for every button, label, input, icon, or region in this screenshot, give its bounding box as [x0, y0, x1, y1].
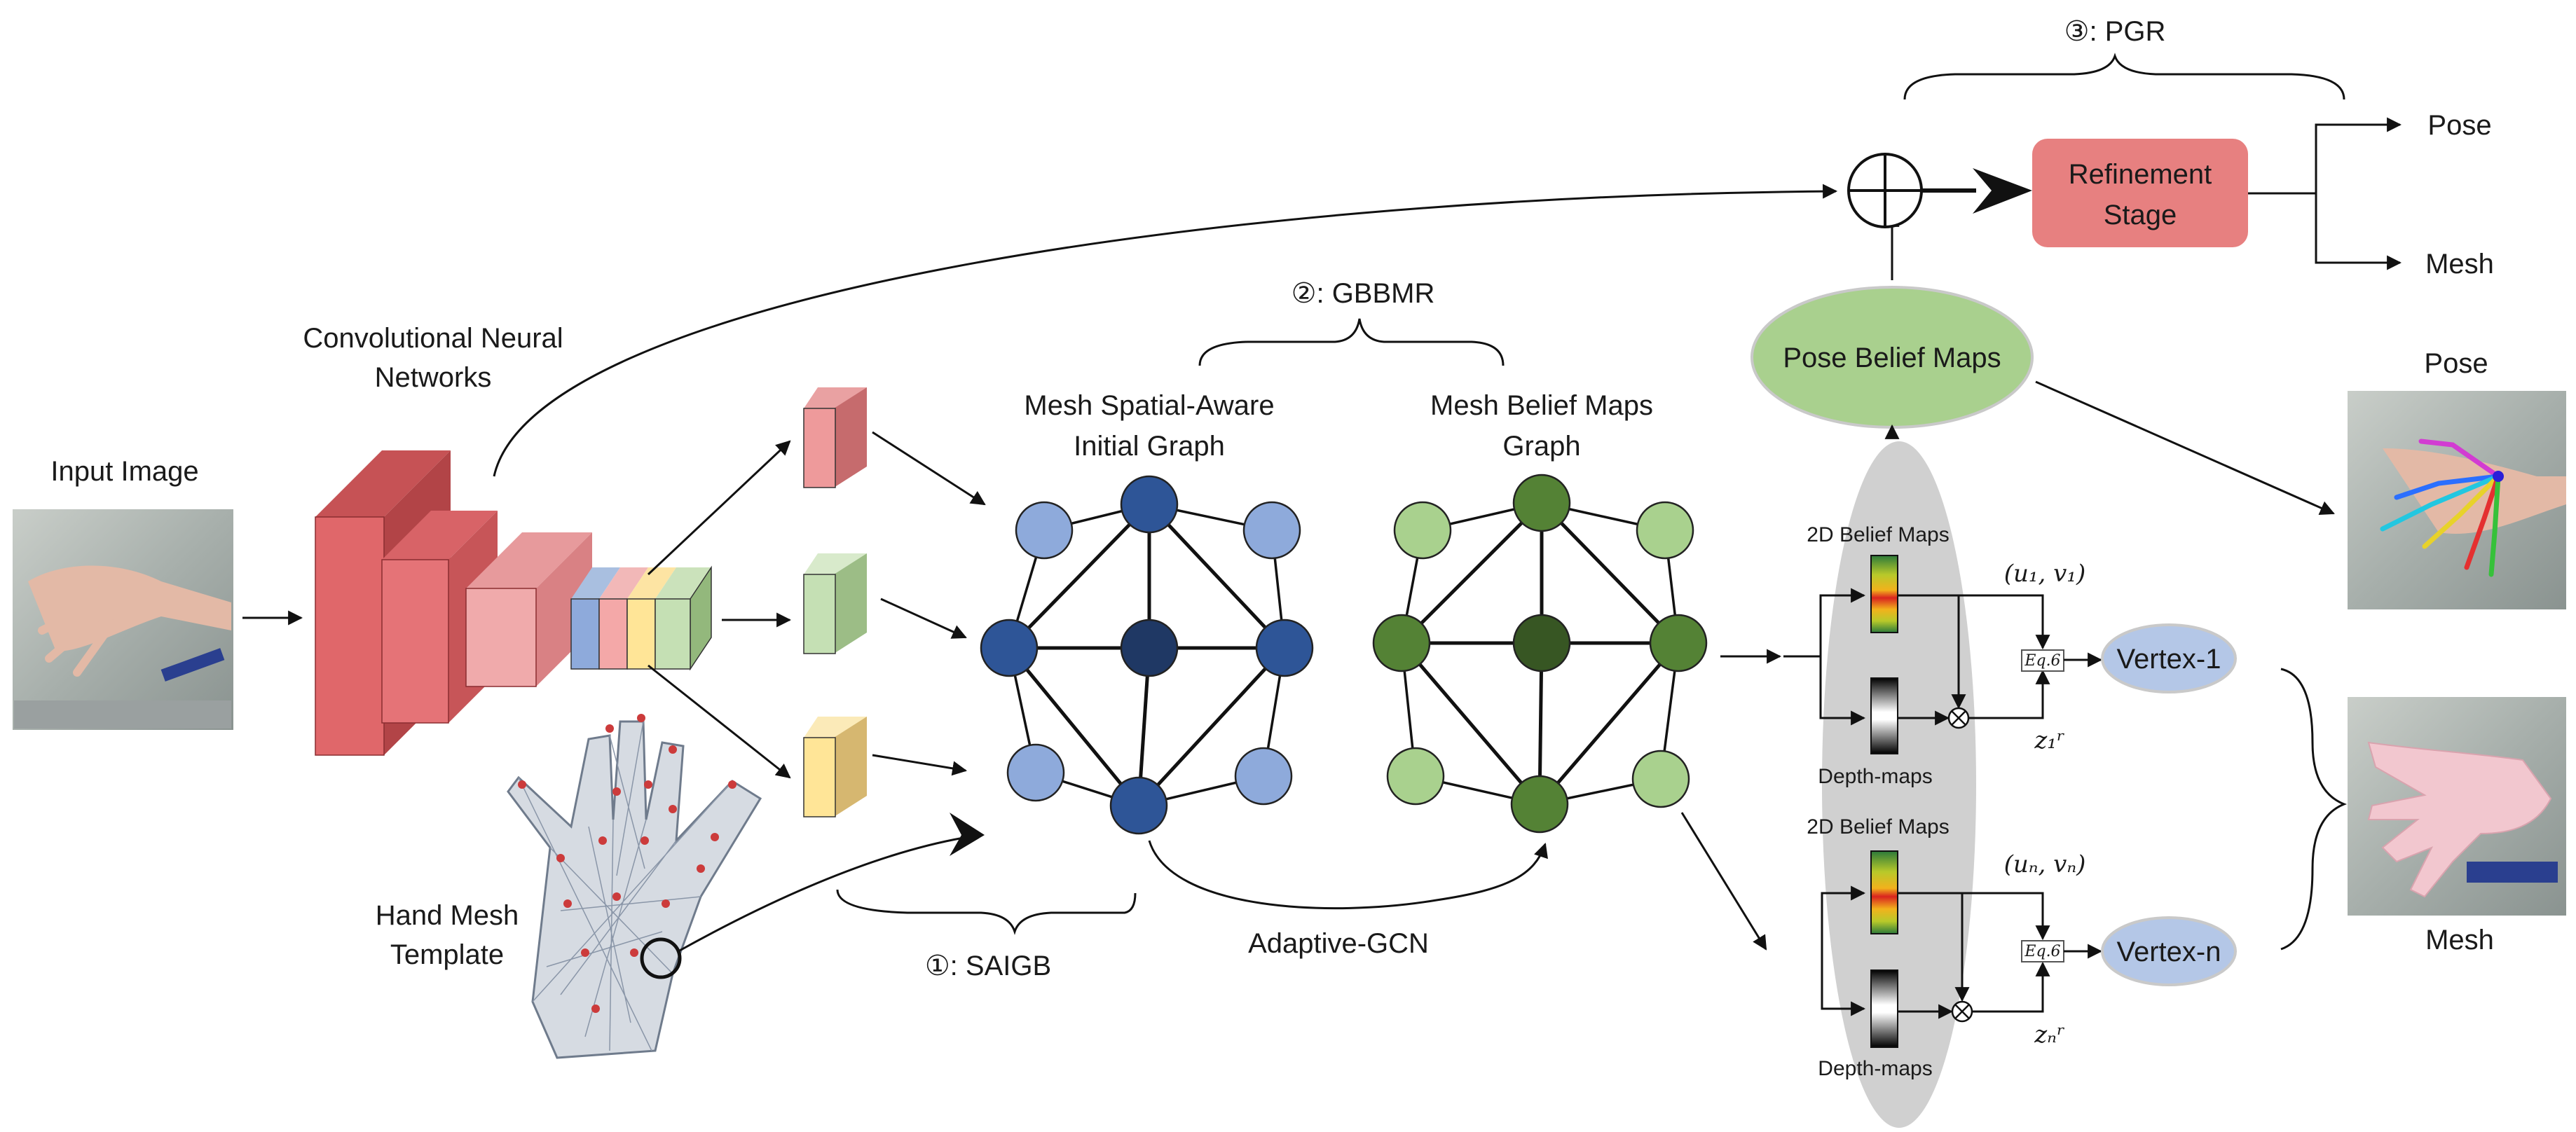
belief-2d-map-1	[1870, 555, 1898, 633]
beliefn-to-mult	[1898, 892, 1970, 1002]
depth-map-n	[1870, 969, 1898, 1048]
template-arrowhead	[950, 813, 985, 856]
hand-mesh-label-line1: Hand Mesh	[376, 900, 519, 931]
yellow-to-graph-arrow	[872, 754, 968, 776]
output-mesh-label: Mesh	[2425, 249, 2494, 279]
to-red-cube-arrow	[647, 440, 791, 576]
belief-module-ellipse	[1822, 441, 1976, 1128]
input-image	[13, 509, 233, 730]
depth-map-1	[1870, 677, 1898, 754]
template-to-graph-line	[678, 836, 964, 953]
fusion-node	[1847, 153, 1923, 228]
feature-cube-green	[803, 553, 867, 654]
z-1-label: z₁ʳ	[2034, 726, 2064, 754]
refine-to-pose-arrow	[2315, 117, 2402, 193]
hand-mesh-label-line2: Template	[390, 939, 504, 970]
belief-2d-label-n: 2D Belief Maps	[1807, 815, 1949, 838]
result-pose-label: Pose	[2424, 348, 2488, 379]
refine-to-mesh-arrow	[2315, 193, 2402, 270]
eq6-box-1	[2021, 649, 2064, 672]
multiply-node-n	[1951, 1000, 1973, 1023]
pgr-brace	[1903, 53, 2345, 100]
red-to-graph-arrow	[872, 431, 986, 506]
spatial-graph-label-line2: Initial Graph	[1074, 431, 1225, 462]
mult1-to-eq	[1968, 669, 2050, 719]
z-n-label: zₙʳ	[2034, 1021, 2065, 1049]
belief-2d-label-1: 2D Belief Maps	[1807, 523, 1949, 546]
green-to-graph-arrow	[880, 598, 967, 639]
eq6-label-1: Eq.6	[2024, 652, 2060, 670]
gbbmr-brace	[1198, 318, 1505, 366]
result-pose-image	[2348, 391, 2566, 609]
belief-graph-label-line2: Graph	[1502, 431, 1580, 462]
cnn-block	[315, 450, 712, 756]
eq6-label-n: Eq.6	[2024, 943, 2060, 960]
vertices-brace	[2280, 668, 2348, 951]
branch1-to-depth	[1819, 656, 1866, 726]
vertex-n-label: Vertex-n	[2117, 937, 2221, 967]
skip-connection-arrow	[493, 184, 1838, 477]
saigb-brace	[836, 889, 1137, 935]
multiply-node-1	[1947, 707, 1970, 729]
branchn-to-belief	[1821, 885, 1866, 949]
saigb-label: ①: SAIGB	[925, 951, 1051, 981]
pose-belief-to-result-arrow	[2035, 380, 2335, 515]
result-mesh-image	[2348, 697, 2566, 916]
branch1-to-belief	[1819, 588, 1866, 656]
input-image-label: Input Image	[50, 456, 198, 487]
eq6-box-n	[2021, 940, 2064, 962]
cnn-label-line1: Convolutional Neural	[303, 323, 563, 354]
hand-mesh-template	[507, 714, 762, 1059]
refinement-label-line2: Stage	[2104, 200, 2177, 230]
adaptive-gcn-arrow	[1148, 840, 1548, 910]
vertex-n-ellipse	[2101, 916, 2237, 986]
graph-to-beliefn-arrow	[1680, 812, 1767, 951]
adaptive-gcn-label: Adaptive-GCN	[1248, 928, 1429, 959]
gbbmr-label: ②: GBBMR	[1292, 278, 1435, 309]
spatial-aware-graph	[980, 475, 1314, 835]
fusion-to-refine-chevron	[1973, 168, 2032, 214]
feature-cube-yellow	[803, 717, 867, 817]
belief-2d-map-n	[1870, 850, 1898, 934]
pgr-label: ③: PGR	[2064, 16, 2166, 47]
multn-to-eq	[1972, 961, 2050, 1013]
vertex-1-ellipse	[2101, 623, 2237, 693]
output-pose-label: Pose	[2427, 110, 2491, 141]
uv-1-label: (u₁, v₁)	[2004, 560, 2086, 588]
refinement-label-line1: Refinement	[2069, 159, 2212, 190]
depth-maps-label-1: Depth-maps	[1818, 765, 1932, 788]
belief1-to-mult	[1898, 594, 1966, 710]
feature-cube-red	[803, 387, 867, 488]
belief-graph-label-line1: Mesh Belief Maps	[1430, 390, 1653, 421]
refinement-stage-box	[2032, 139, 2248, 247]
cnn-label-line2: Networks	[375, 362, 492, 393]
uv-n-label: (uₙ, vₙ)	[2004, 850, 2086, 878]
belief-maps-graph	[1372, 474, 1708, 834]
depth-maps-label-n: Depth-maps	[1818, 1057, 1932, 1080]
result-mesh-label: Mesh	[2425, 925, 2494, 955]
vertex-1-label: Vertex-1	[2117, 644, 2221, 675]
branchn-to-depth	[1821, 949, 1866, 1016]
to-yellow-cube-arrow	[648, 664, 791, 779]
pose-belief-maps-label: Pose Belief Maps	[1783, 343, 2001, 373]
spatial-graph-label-line1: Mesh Spatial-Aware	[1024, 390, 1274, 421]
